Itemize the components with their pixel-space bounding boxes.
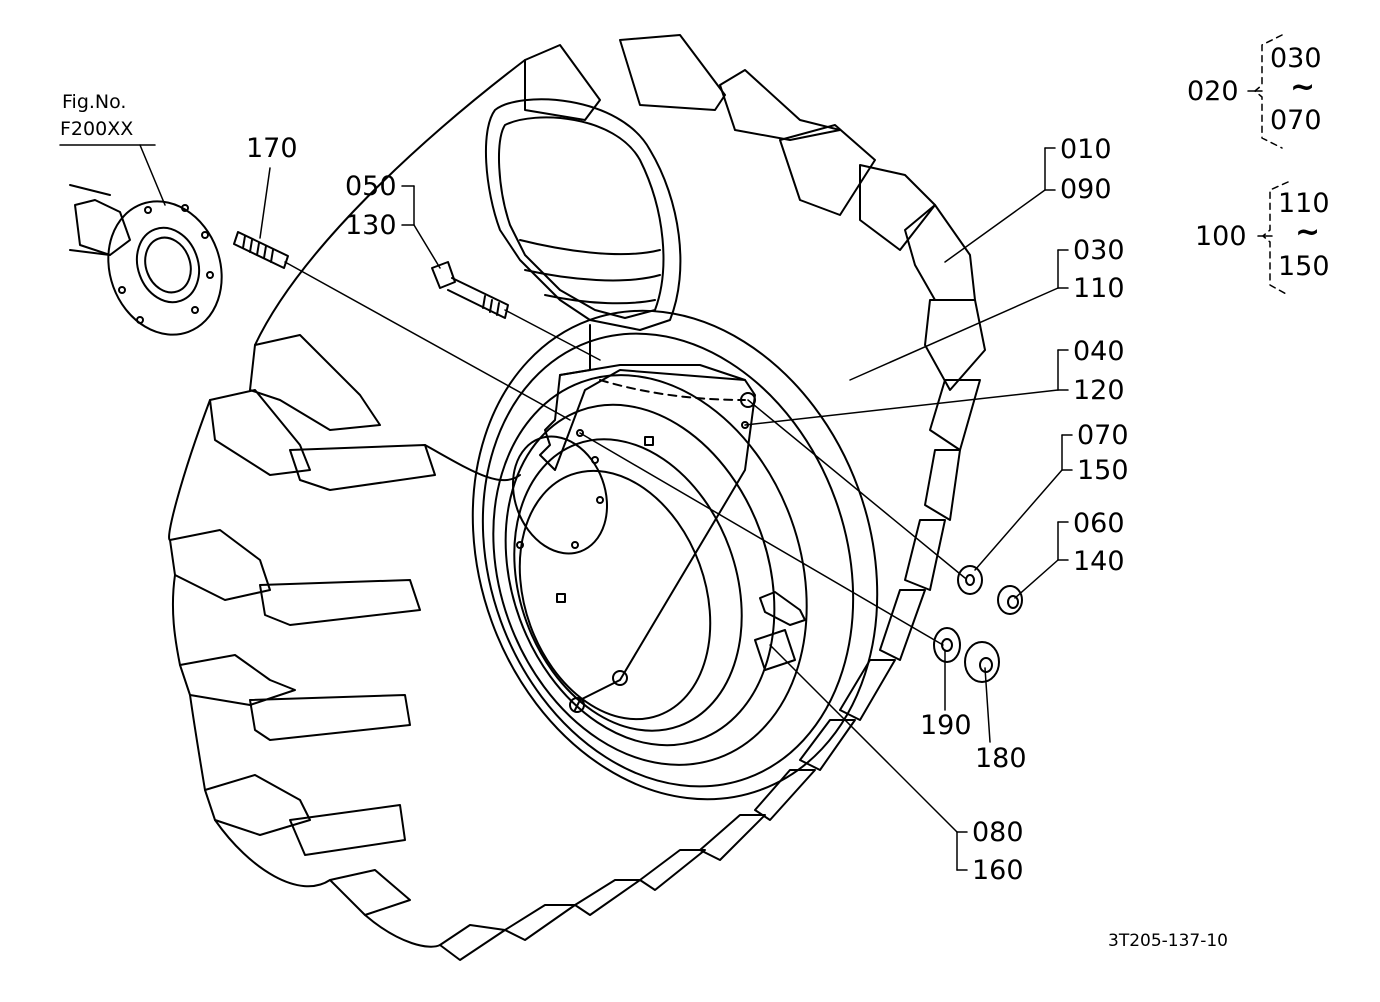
callout-070: 070 bbox=[1077, 420, 1129, 451]
group-020-to: 070 bbox=[1270, 105, 1322, 136]
group-100-from: 110 bbox=[1278, 188, 1330, 219]
drawing-code: 3T205-137-10 bbox=[1108, 931, 1228, 951]
callout-150: 150 bbox=[1077, 455, 1129, 486]
callout-190: 190 bbox=[920, 710, 972, 741]
callout-120: 120 bbox=[1073, 375, 1125, 406]
stud-drawing bbox=[233, 231, 289, 269]
callout-110: 110 bbox=[1073, 273, 1125, 304]
callout-030: 030 bbox=[1073, 235, 1125, 266]
group-100-sep: ~ bbox=[1295, 215, 1321, 250]
callout-090: 090 bbox=[1060, 174, 1112, 205]
callout-060: 060 bbox=[1073, 508, 1125, 539]
callout-170: 170 bbox=[246, 133, 298, 164]
leader-lines bbox=[59, 144, 1073, 871]
tire-section-drawing bbox=[484, 98, 682, 331]
washer-nut-drawing bbox=[933, 565, 1023, 683]
group-020-from: 030 bbox=[1270, 43, 1322, 74]
callout-140: 140 bbox=[1073, 546, 1125, 577]
bolt-drawing bbox=[431, 261, 509, 319]
callout-160: 160 bbox=[972, 855, 1024, 886]
hub-drawing bbox=[69, 184, 223, 336]
callout-080: 080 bbox=[972, 817, 1024, 848]
group-020-parent: 020 bbox=[1187, 76, 1239, 107]
callout-050: 050 bbox=[345, 171, 397, 202]
callout-180: 180 bbox=[975, 743, 1027, 774]
group-brackets bbox=[1247, 34, 1289, 296]
group-020-sep: ~ bbox=[1290, 70, 1316, 105]
fig-number: F200XX bbox=[60, 118, 134, 140]
group-100-parent: 100 bbox=[1195, 221, 1247, 252]
callout-010: 010 bbox=[1060, 134, 1112, 165]
valve-drawing bbox=[754, 591, 806, 671]
group-100-to: 150 bbox=[1278, 251, 1330, 282]
fig-title: Fig.No. bbox=[62, 91, 127, 113]
disc-plate-drawing bbox=[511, 324, 756, 713]
tire-drawing bbox=[168, 34, 986, 961]
rim-drawing bbox=[471, 309, 879, 801]
callout-040: 040 bbox=[1073, 336, 1125, 367]
callout-130: 130 bbox=[345, 210, 397, 241]
